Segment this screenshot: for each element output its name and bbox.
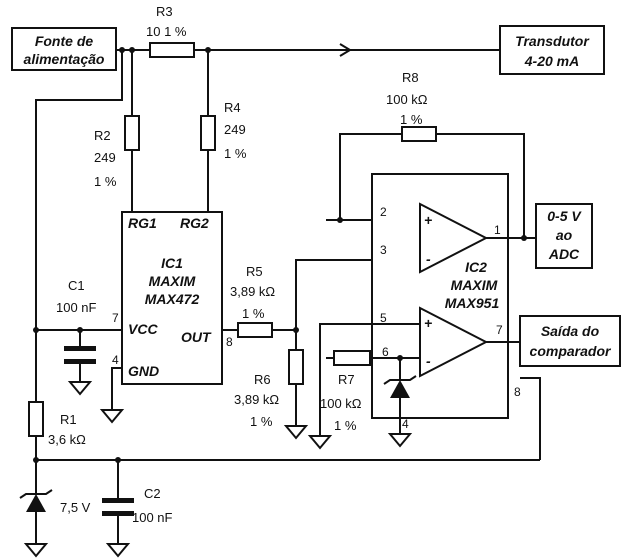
ic2-wires bbox=[319, 235, 536, 430]
r4-value: 249 bbox=[224, 122, 246, 137]
r1-label: R1 bbox=[60, 412, 77, 427]
r5-tolerance: 1 % bbox=[242, 306, 265, 321]
comparator-output-block: Saída do comparador bbox=[519, 315, 621, 367]
r7-tolerance: 1 % bbox=[334, 418, 357, 433]
r6-label: R6 bbox=[254, 372, 271, 387]
capacitor-c1: C1 100 nF bbox=[56, 278, 97, 364]
comparator-out-label-line2: comparador bbox=[530, 343, 612, 359]
zener-reference bbox=[383, 375, 417, 398]
adc-label-line3: ADC bbox=[548, 246, 580, 262]
opamp-1: + - bbox=[419, 202, 489, 274]
capacitor-c2: C2 100 nF bbox=[102, 486, 173, 525]
ic1-part: MAX472 bbox=[145, 291, 200, 307]
transducer-label-line2: 4-20 mA bbox=[524, 53, 579, 69]
ic2-pin6-number: 6 bbox=[382, 345, 389, 359]
adc-label-line1: 0-5 V bbox=[547, 208, 582, 224]
ic2-pin1-number: 1 bbox=[494, 223, 501, 237]
c2-label: C2 bbox=[144, 486, 161, 501]
ic2-pin7-number: 7 bbox=[496, 323, 503, 337]
ic2-pin8-number: 8 bbox=[514, 385, 521, 399]
r2-tolerance: 1 % bbox=[94, 174, 117, 189]
r6-tolerance: 1 % bbox=[250, 414, 273, 429]
ic2-pin4-number: 4 bbox=[402, 417, 409, 431]
ic2-name: IC2 bbox=[465, 259, 487, 275]
r7-label: R7 bbox=[338, 372, 355, 387]
power-supply-label-line1: Fonte de bbox=[35, 33, 94, 49]
r4-tolerance: 1 % bbox=[224, 146, 247, 161]
ic1-pin-gnd-label: GND bbox=[128, 363, 159, 379]
ic1-pin7-number: 7 bbox=[112, 311, 119, 325]
r8-label: R8 bbox=[402, 70, 419, 85]
power-supply-label-line2: alimentação bbox=[24, 51, 105, 67]
r5-label: R5 bbox=[246, 264, 263, 279]
resistor-r1: R1 3,6 kΩ bbox=[28, 401, 86, 447]
ic1-pin4-number: 4 bbox=[112, 353, 119, 367]
comparator-plus-sign: + bbox=[424, 315, 432, 331]
zener-d1: 7,5 V bbox=[19, 489, 91, 515]
ic1-maker: MAXIM bbox=[149, 273, 196, 289]
r2-label: R2 bbox=[94, 128, 111, 143]
adc-block: 0-5 V ao ADC bbox=[535, 203, 593, 269]
r6-value: 3,89 kΩ bbox=[234, 392, 279, 407]
transducer-label-line1: Transdutor bbox=[515, 33, 590, 49]
ic1-max472: RG1 RG2 IC1 MAXIM MAX472 VCC OUT GND 7 4… bbox=[112, 211, 233, 385]
ic1-name: IC1 bbox=[161, 255, 183, 271]
resistor-r2: R2 249 1 % bbox=[94, 128, 117, 189]
r1-value: 3,6 kΩ bbox=[48, 432, 86, 447]
ic1-pin-rg1-label: RG1 bbox=[128, 215, 157, 231]
vcc-wires bbox=[33, 50, 123, 404]
comparator-minus-sign: - bbox=[426, 353, 431, 369]
transducer-block: Transdutor 4-20 mA bbox=[499, 25, 605, 75]
comparator-out-label-line1: Saída do bbox=[541, 323, 600, 339]
ic2-part: MAX951 bbox=[445, 295, 500, 311]
r4-label: R4 bbox=[224, 100, 241, 115]
ic1-pin8-number: 8 bbox=[226, 335, 233, 349]
c2-value: 100 nF bbox=[132, 510, 173, 525]
resistor-r4: R4 249 1 % bbox=[200, 100, 247, 161]
r2-value: 249 bbox=[94, 150, 116, 165]
resistor-r8: R8 100 kΩ 1 % bbox=[386, 70, 437, 142]
r3-value: 10 1 % bbox=[146, 24, 187, 39]
ic2-pin3-number: 3 bbox=[380, 243, 387, 257]
ic2-max951: + - + - IC2 MAXIM MAX951 2 3 1 5 6 7 4 8 bbox=[371, 173, 521, 431]
power-supply-block: Fonte de alimentação bbox=[11, 27, 117, 71]
c1-value: 100 nF bbox=[56, 300, 97, 315]
r8-value: 100 kΩ bbox=[386, 92, 428, 107]
r3-label: R3 bbox=[156, 4, 173, 19]
opamp1-plus-sign: + bbox=[424, 212, 432, 228]
resistor-r5: R5 3,89 kΩ 1 % bbox=[230, 264, 275, 338]
adc-label-line2: ao bbox=[556, 227, 573, 243]
ic2-maker: MAXIM bbox=[451, 277, 498, 293]
resistor-r7: R7 100 kΩ 1 % bbox=[320, 350, 371, 433]
ic1-pin-vcc-label: VCC bbox=[128, 321, 158, 337]
ic1-pin-out-label: OUT bbox=[181, 329, 212, 345]
r5-value: 3,89 kΩ bbox=[230, 284, 275, 299]
opamp1-minus-sign: - bbox=[426, 251, 431, 267]
resistor-r3: R3 10 1 % bbox=[146, 4, 195, 58]
ic1-pin-rg2-label: RG2 bbox=[180, 215, 209, 231]
resistor-r2-body bbox=[124, 115, 140, 151]
resistor-r6: R6 3,89 kΩ 1 % bbox=[234, 349, 304, 429]
zener-d1-value: 7,5 V bbox=[60, 500, 91, 515]
ic2-pin5-number: 5 bbox=[380, 311, 387, 325]
ic2-pin2-number: 2 bbox=[380, 205, 387, 219]
r7-value: 100 kΩ bbox=[320, 396, 362, 411]
comparator: + - bbox=[419, 306, 489, 378]
c1-label: C1 bbox=[68, 278, 85, 293]
r8-tolerance: 1 % bbox=[400, 112, 423, 127]
bottom-rail-wires bbox=[33, 377, 541, 538]
